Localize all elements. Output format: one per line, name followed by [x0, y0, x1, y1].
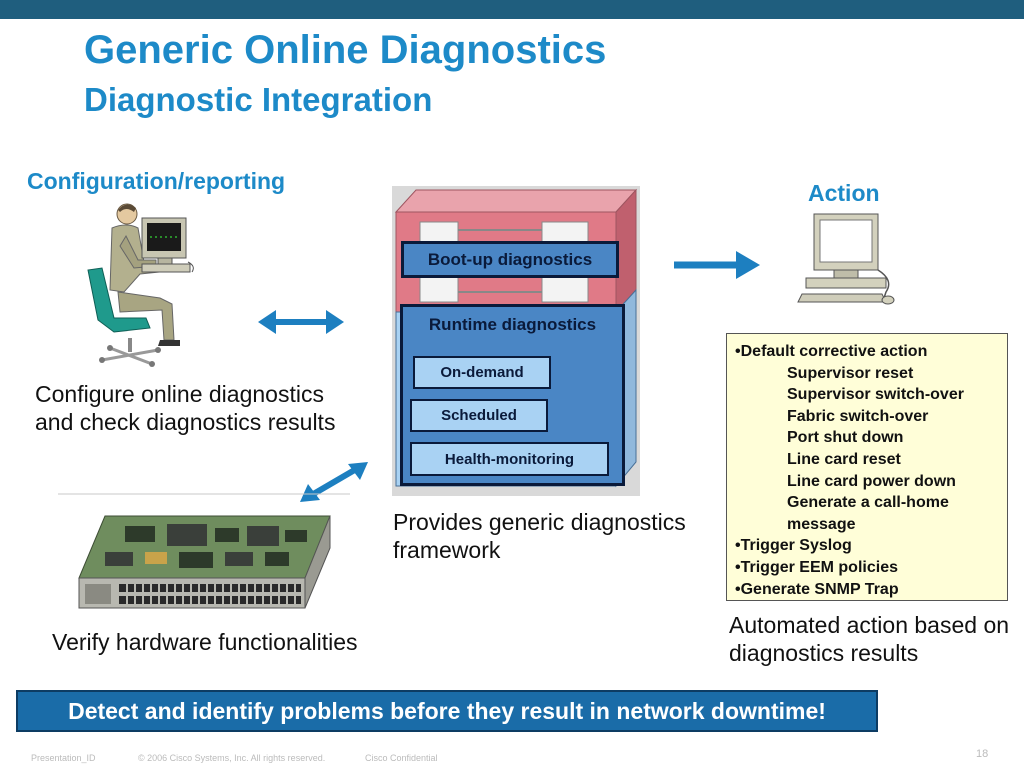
sub-action-supervisor-switchover: Supervisor switch-over — [787, 386, 964, 404]
diagonal-bidirectional-arrow-icon — [300, 462, 368, 502]
verify-caption: Verify hardware functionalities — [52, 629, 358, 655]
line-card-icon — [78, 515, 331, 609]
action-item-snmp: •Generate SNMP Trap — [735, 580, 899, 598]
health-monitoring-box: Health-monitoring — [410, 442, 609, 476]
page-number: 18 — [976, 748, 989, 760]
framework-caption: Provides generic diagnostics framework — [393, 509, 686, 563]
automated-caption: Automated action based on diagnostics re… — [729, 612, 1010, 666]
footer-confidential: Cisco Confidential — [365, 753, 438, 763]
on-demand-box: On-demand — [413, 356, 551, 389]
operator-at-workstation-icon — [87, 203, 194, 367]
configure-caption: Configure online diagnostics and check d… — [35, 381, 336, 435]
bootup-diagnostics-box: Boot-up diagnostics — [401, 241, 619, 278]
action-item-syslog: •Trigger Syslog — [735, 537, 852, 555]
footer-copyright: © 2006 Cisco Systems, Inc. All rights re… — [138, 753, 326, 763]
sub-action-call-home: Generate a call-home message — [787, 494, 949, 533]
config-reporting-label: Configuration/reporting — [27, 168, 286, 194]
action-item-default: •Default corrective action — [735, 343, 928, 360]
key-message-banner: Detect and identify problems before they… — [16, 690, 878, 732]
sub-action-fabric-switchover: Fabric switch-over — [787, 407, 929, 425]
corrective-actions-panel: •Default corrective action Supervisor re… — [726, 333, 1008, 601]
divider-line — [58, 493, 350, 495]
top-bar — [0, 0, 1024, 19]
computer-icon — [797, 213, 895, 305]
runtime-diagnostics-label: Runtime diagnostics — [428, 315, 597, 334]
footer-presentation-id: Presentation_ID — [31, 753, 96, 763]
action-item-eem: •Trigger EEM policies — [735, 558, 898, 576]
scheduled-box: Scheduled — [410, 399, 548, 432]
sub-action-line-card-reset: Line card reset — [787, 450, 901, 468]
sub-action-port-shut-down: Port shut down — [787, 429, 904, 447]
right-arrow-icon — [674, 251, 760, 279]
sub-action-supervisor-reset: Supervisor reset — [787, 364, 914, 382]
bidirectional-arrow-icon — [258, 310, 344, 334]
slide-title: Generic Online Diagnostics — [84, 28, 607, 72]
action-label: Action — [808, 180, 880, 206]
sub-action-line-card-power-down: Line card power down — [787, 472, 956, 490]
slide-subtitle: Diagnostic Integration — [84, 81, 433, 118]
